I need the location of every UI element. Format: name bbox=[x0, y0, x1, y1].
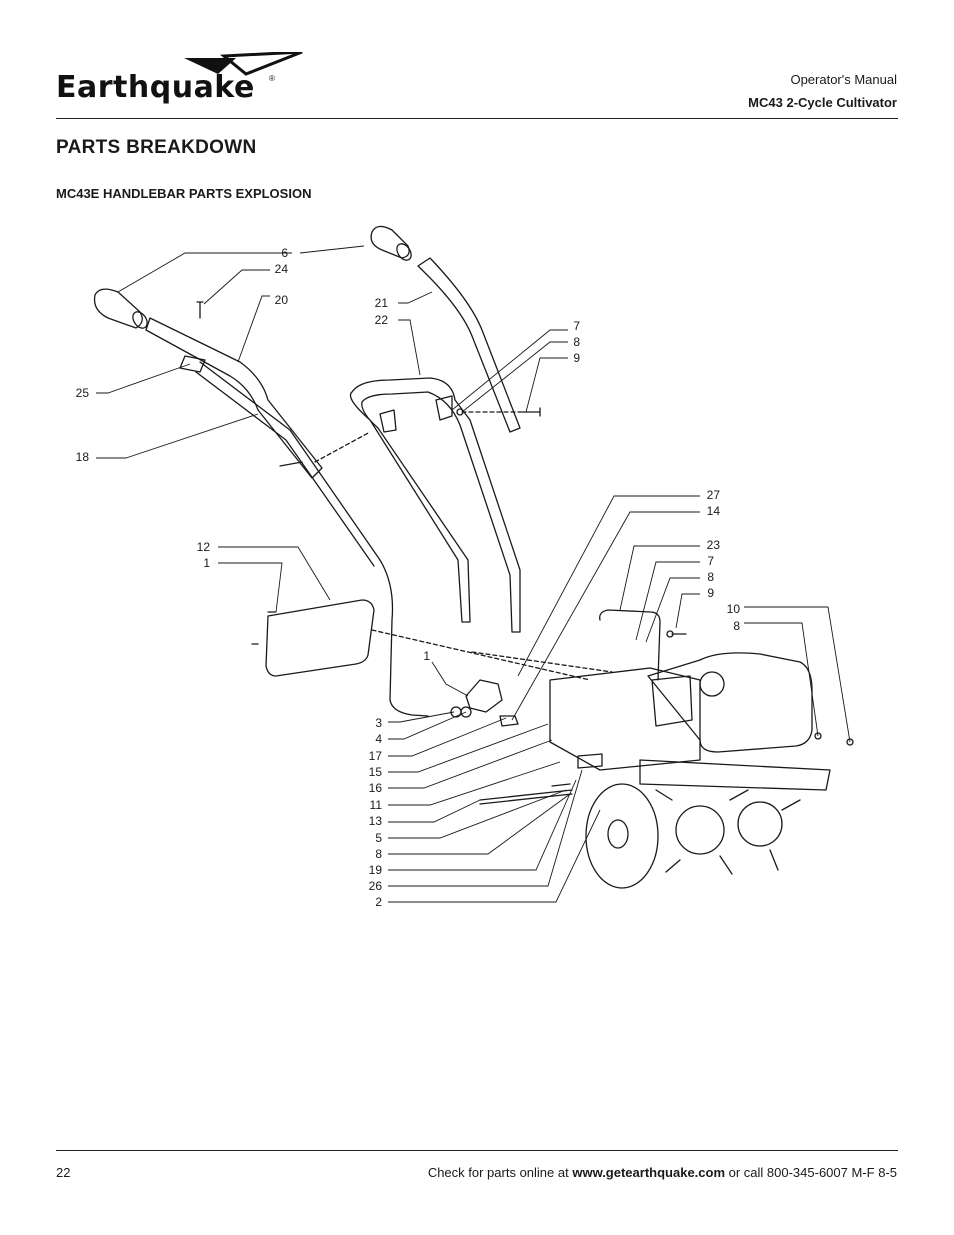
callout-label: 17 bbox=[369, 749, 383, 763]
footer-text-before: Check for parts online at bbox=[427, 1165, 573, 1180]
throttle-cable bbox=[199, 361, 429, 717]
registered-mark: ® bbox=[269, 74, 275, 83]
control-bracket bbox=[465, 679, 503, 713]
callout-label: 14 bbox=[707, 504, 721, 518]
callout-label: 4 bbox=[375, 732, 382, 746]
model-label: MC43 2-Cycle Cultivator bbox=[748, 95, 897, 110]
logo-swoosh-icon bbox=[184, 52, 303, 76]
callout-label: 2 bbox=[375, 895, 382, 909]
callout-label: 12 bbox=[197, 540, 211, 554]
callout-label: 8 bbox=[707, 570, 714, 584]
callout-label: 21 bbox=[375, 296, 389, 310]
engine-body bbox=[647, 652, 813, 753]
right-upper-tube bbox=[417, 257, 521, 433]
callout-label: 19 bbox=[369, 863, 383, 877]
callout-label: 1 bbox=[203, 556, 210, 570]
page-title: PARTS BREAKDOWN bbox=[56, 137, 257, 158]
engine-handle bbox=[599, 609, 661, 681]
callout-label: 24 bbox=[275, 262, 289, 276]
callout-labels: 6 24 20 21 22 7 8 9 25 18 27 14 23 7 8 9… bbox=[76, 246, 741, 909]
callout-label: 3 bbox=[375, 716, 382, 730]
callout-label: 7 bbox=[707, 554, 714, 568]
shield-panel bbox=[265, 599, 375, 677]
footer-divider bbox=[56, 1150, 898, 1151]
callout-label: 23 bbox=[707, 538, 721, 552]
tine-left bbox=[675, 805, 725, 855]
callout-label: 9 bbox=[707, 586, 714, 600]
callout-label: 6 bbox=[281, 246, 288, 260]
brand-name: Earthquake bbox=[56, 70, 255, 105]
callout-label: 8 bbox=[733, 619, 740, 633]
callout-label: 10 bbox=[727, 602, 741, 616]
callout-label: 22 bbox=[375, 313, 389, 327]
callout-label: 11 bbox=[370, 798, 383, 812]
callout-label: 18 bbox=[76, 450, 90, 464]
footer-text-after: or call 800-345-6007 M-F 8-5 bbox=[725, 1165, 897, 1180]
website-link[interactable]: www.getearthquake.com bbox=[572, 1165, 726, 1180]
earthquake-logo: Earthquake ® bbox=[56, 52, 303, 110]
tine-right bbox=[737, 801, 783, 847]
callout-label: 8 bbox=[375, 847, 382, 861]
callout-label: 26 bbox=[369, 879, 383, 893]
right-grip bbox=[370, 225, 410, 259]
diagram-title: MC43E HANDLEBAR PARTS EXPLOSION bbox=[56, 186, 312, 201]
callout-label: 27 bbox=[707, 488, 721, 502]
callout-label: 15 bbox=[369, 765, 383, 779]
callout-label: 7 bbox=[573, 319, 580, 333]
left-grip bbox=[93, 288, 143, 329]
callout-label: 25 bbox=[76, 386, 90, 400]
callout-label: 13 bbox=[369, 814, 383, 828]
callout-label: 9 bbox=[573, 351, 580, 365]
callout-label: 20 bbox=[275, 293, 289, 307]
callout-label: 8 bbox=[573, 335, 580, 349]
transport-wheel bbox=[585, 783, 659, 889]
manual-label: Operator's Manual bbox=[790, 72, 897, 87]
footer-contact: Check for parts online at www.getearthqu… bbox=[428, 1165, 897, 1180]
callout-label: 5 bbox=[375, 831, 382, 845]
callout-label: 1 bbox=[423, 649, 430, 663]
tiller-frame bbox=[549, 667, 701, 771]
header-info: Operator's Manual MC43 2-Cycle Cultivato… bbox=[748, 68, 897, 114]
header-divider bbox=[56, 118, 898, 119]
callout-label: 16 bbox=[369, 781, 383, 795]
u-frame-handle bbox=[349, 377, 521, 633]
page-number: 22 bbox=[56, 1165, 71, 1180]
